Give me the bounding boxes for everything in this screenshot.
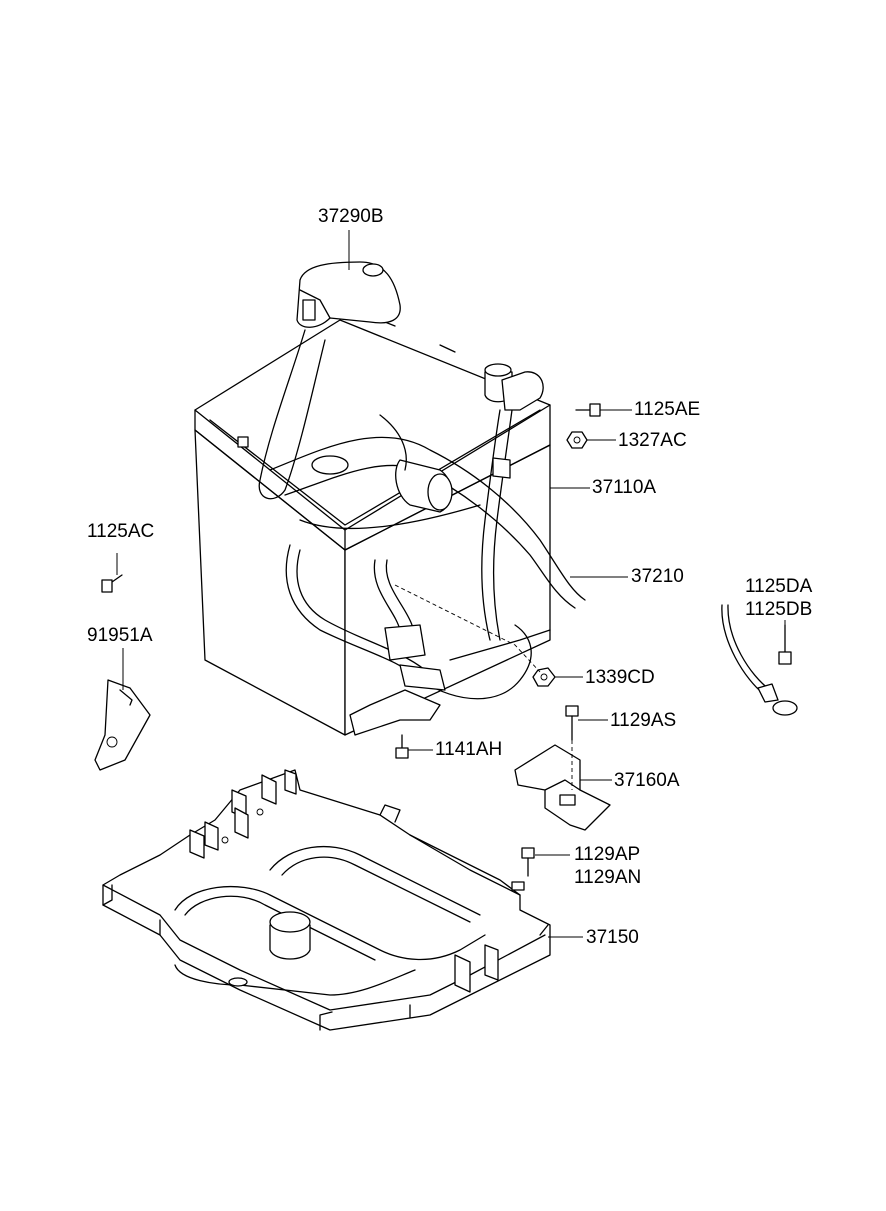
label-1125db: 1125DB bbox=[745, 599, 813, 620]
label-37150: 37150 bbox=[586, 927, 639, 948]
label-1129an: 1129AN bbox=[574, 867, 642, 888]
label-1125da: 1125DA bbox=[745, 576, 813, 597]
label-1125ae: 1125AE bbox=[634, 399, 701, 420]
label-1129as: 1129AS bbox=[610, 710, 677, 731]
label-1125ac: 1125AC bbox=[87, 521, 155, 542]
label-37210: 37210 bbox=[631, 566, 684, 587]
label-37290b: 37290B bbox=[318, 206, 384, 227]
battery bbox=[194, 319, 551, 736]
bracket-37160a bbox=[514, 744, 611, 831]
terminal-cover bbox=[296, 261, 401, 328]
ground-strap bbox=[721, 604, 798, 716]
leader-lines bbox=[116, 230, 786, 938]
fasteners bbox=[101, 403, 792, 877]
label-1327ac: 1327AC bbox=[618, 430, 687, 451]
label-1141ah: 1141AH bbox=[435, 739, 503, 760]
battery-tray bbox=[102, 769, 551, 1031]
label-37160a: 37160A bbox=[614, 770, 680, 791]
label-37110a: 37110A bbox=[592, 477, 657, 498]
bracket-91951a bbox=[94, 679, 151, 771]
label-91951a: 91951A bbox=[87, 625, 153, 646]
label-1339cd: 1339CD bbox=[585, 667, 655, 688]
battery-cables bbox=[258, 329, 586, 700]
label-1129ap: 1129AP bbox=[574, 844, 641, 865]
